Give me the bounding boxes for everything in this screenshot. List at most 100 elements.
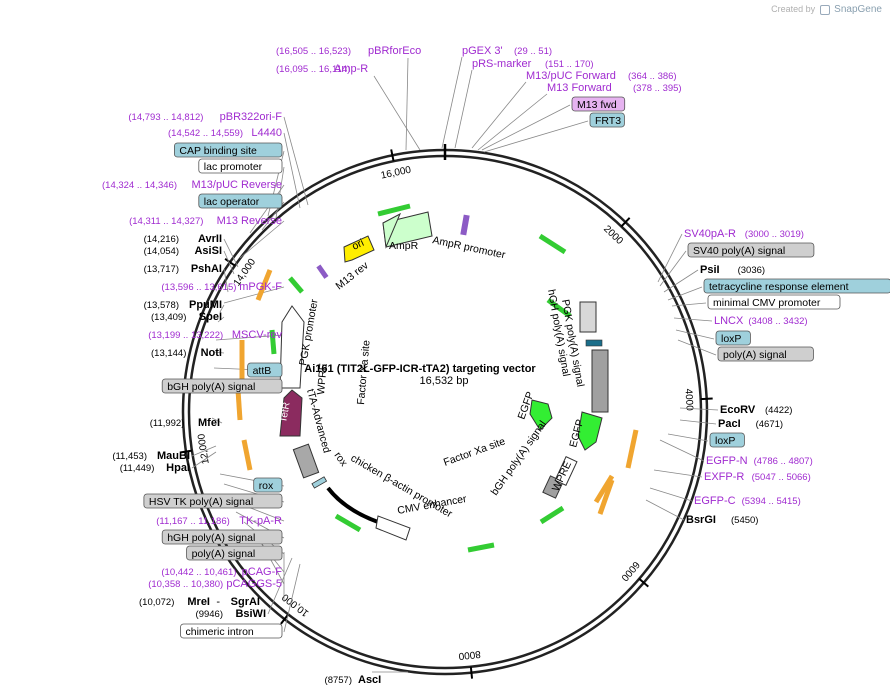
leader-line: [223, 268, 229, 293]
credit-brand: SnapGene: [834, 4, 882, 15]
right-6-label: minimal CMV promoter: [713, 297, 821, 309]
primer-name: pRS-marker: [472, 58, 532, 70]
ampr-promoter-feature: [460, 214, 470, 236]
leader-line: [671, 302, 707, 307]
left-3-box: [198, 158, 283, 174]
primer-loc: (151 .. 170): [545, 59, 594, 70]
leader-line: [219, 304, 225, 313]
left-22-primer-loc: (11,167 .. 11,186): [156, 516, 230, 527]
wpre-right-feature: [554, 456, 578, 486]
primer-loc: (16,095 .. 16,114): [276, 64, 350, 75]
pgk-pa-feature: [591, 349, 609, 413]
left-26-primer-name: pCAGGS-5: [226, 578, 282, 590]
label-ampr: AmpR: [389, 240, 419, 252]
label-ori: ori: [350, 237, 366, 253]
backbone-inner-ring: [187, 154, 703, 670]
tick-mark: [620, 217, 631, 228]
primer-loc: (16,505 .. 16,523): [276, 46, 351, 57]
left-0-primer-name: pBR322ori-F: [220, 111, 283, 123]
bottom-site-loc: (8757): [325, 675, 352, 686]
leader-line: [191, 445, 217, 457]
right-10-site-name: EcoRV: [720, 404, 756, 416]
leader-line: [673, 317, 713, 322]
tetr-feature: [279, 389, 303, 437]
left-22-primer-name: TK-pA-R: [239, 515, 282, 527]
right-9-label: poly(A) signal: [723, 349, 787, 361]
left-10-primer-loc: (13,596 .. 13,615): [161, 282, 236, 293]
right-7-primer-name: LNCX: [714, 315, 744, 327]
right-6-box: [707, 294, 841, 310]
right-8-label: loxP: [721, 333, 741, 345]
left-4-primer-loc: (14,324 .. 14,346): [102, 180, 177, 191]
left-1-primer-loc: (14,542 .. 14,559): [168, 128, 243, 139]
leader-line: [405, 57, 409, 151]
hgh-pa-feature: [579, 301, 597, 333]
primer-loc: (364 .. 386): [628, 71, 677, 82]
left-8-site-loc: (14,054): [144, 246, 179, 257]
label-m13-rev: M13 rev: [333, 259, 371, 292]
leader-line: [659, 439, 705, 462]
primer-name: pBRforEco: [368, 45, 421, 57]
leader-line: [283, 563, 301, 633]
egfp-feature-2: [577, 411, 603, 451]
right-16-site-loc: (5450): [731, 515, 758, 526]
label-factor-xa-right: Factor Xa site: [442, 435, 507, 468]
tick-mark: [700, 397, 713, 401]
left-12-site-name: SpeI: [199, 311, 222, 323]
backbone-outer-ring: [181, 148, 709, 676]
leader-line: [223, 238, 239, 268]
left-6-primer-loc: (14,311 .. 14,327): [129, 216, 203, 227]
feature-arrows: [235, 203, 639, 553]
left-9-site-name: PshAI: [191, 263, 222, 275]
left-2-box: [173, 142, 283, 158]
left-11-site-name: PpuMI: [189, 299, 222, 311]
polya-left-feature: [292, 443, 320, 479]
tick-mark: [638, 578, 649, 588]
leader-line: [283, 116, 309, 206]
left-17-site-loc: (11,992): [150, 418, 185, 429]
right-10-site-loc: (4422): [765, 405, 792, 416]
leader-line: [249, 184, 285, 234]
left-15-label: attB: [253, 365, 272, 377]
left-27-site-sep: -: [216, 596, 220, 608]
orange-arrow-4: [241, 439, 253, 471]
left-16-label: bGH poly(A) signal: [167, 381, 255, 393]
left-28-site-name: BsiWI: [235, 608, 266, 620]
tick-mark: [224, 257, 236, 267]
right-14-primer-name: EXFP-R: [704, 471, 744, 483]
orange-arrow-1: [255, 269, 273, 301]
left-24-box: [186, 545, 283, 561]
tre-feature: [585, 339, 603, 347]
snapgene-credit: Created by SnapGene: [771, 4, 882, 15]
leader-line: [649, 487, 693, 502]
left-0-primer-loc: (14,793 .. 14,812): [128, 112, 203, 123]
leader-line: [675, 329, 715, 340]
left-7-site-name: AvrII: [198, 233, 222, 245]
primer-name: pGEX 3': [462, 45, 503, 57]
leader-line: [239, 220, 285, 259]
left-16-box: [161, 378, 283, 394]
left-6-primer-name: M13 Reverse: [217, 215, 282, 227]
right-15-primer-loc: (5394 .. 5415): [742, 496, 801, 507]
green-arrow-3: [546, 297, 572, 319]
left-15-box: [247, 362, 283, 378]
m13-rev-feature: [316, 264, 329, 279]
green-arrow-1: [377, 203, 411, 217]
tick-label: 4000: [682, 388, 694, 411]
leader-line: [663, 269, 699, 293]
leader-line: [657, 233, 683, 283]
left-19-site-loc: (11,449): [120, 463, 155, 474]
left-13-primer-loc: (13,199 .. 13,222): [148, 330, 223, 341]
left-18-site-name: MauBI: [157, 450, 190, 462]
left-29-box: [180, 623, 283, 639]
left-4-primer-name: M13/pUC Reverse: [192, 179, 282, 191]
leader-line: [217, 316, 225, 323]
left-21-box: [143, 493, 283, 509]
right-2-primer-loc: (3000 .. 3019): [745, 229, 804, 240]
tick-label: 12,000: [196, 432, 212, 464]
left-21-label: HSV TK poly(A) signal: [149, 496, 253, 508]
leader-line: [283, 132, 301, 209]
left-8-site-name: AsiSI: [194, 245, 222, 257]
left-29-label: chimeric intron: [186, 626, 254, 638]
left-7-site-loc: (14,216): [144, 234, 179, 245]
